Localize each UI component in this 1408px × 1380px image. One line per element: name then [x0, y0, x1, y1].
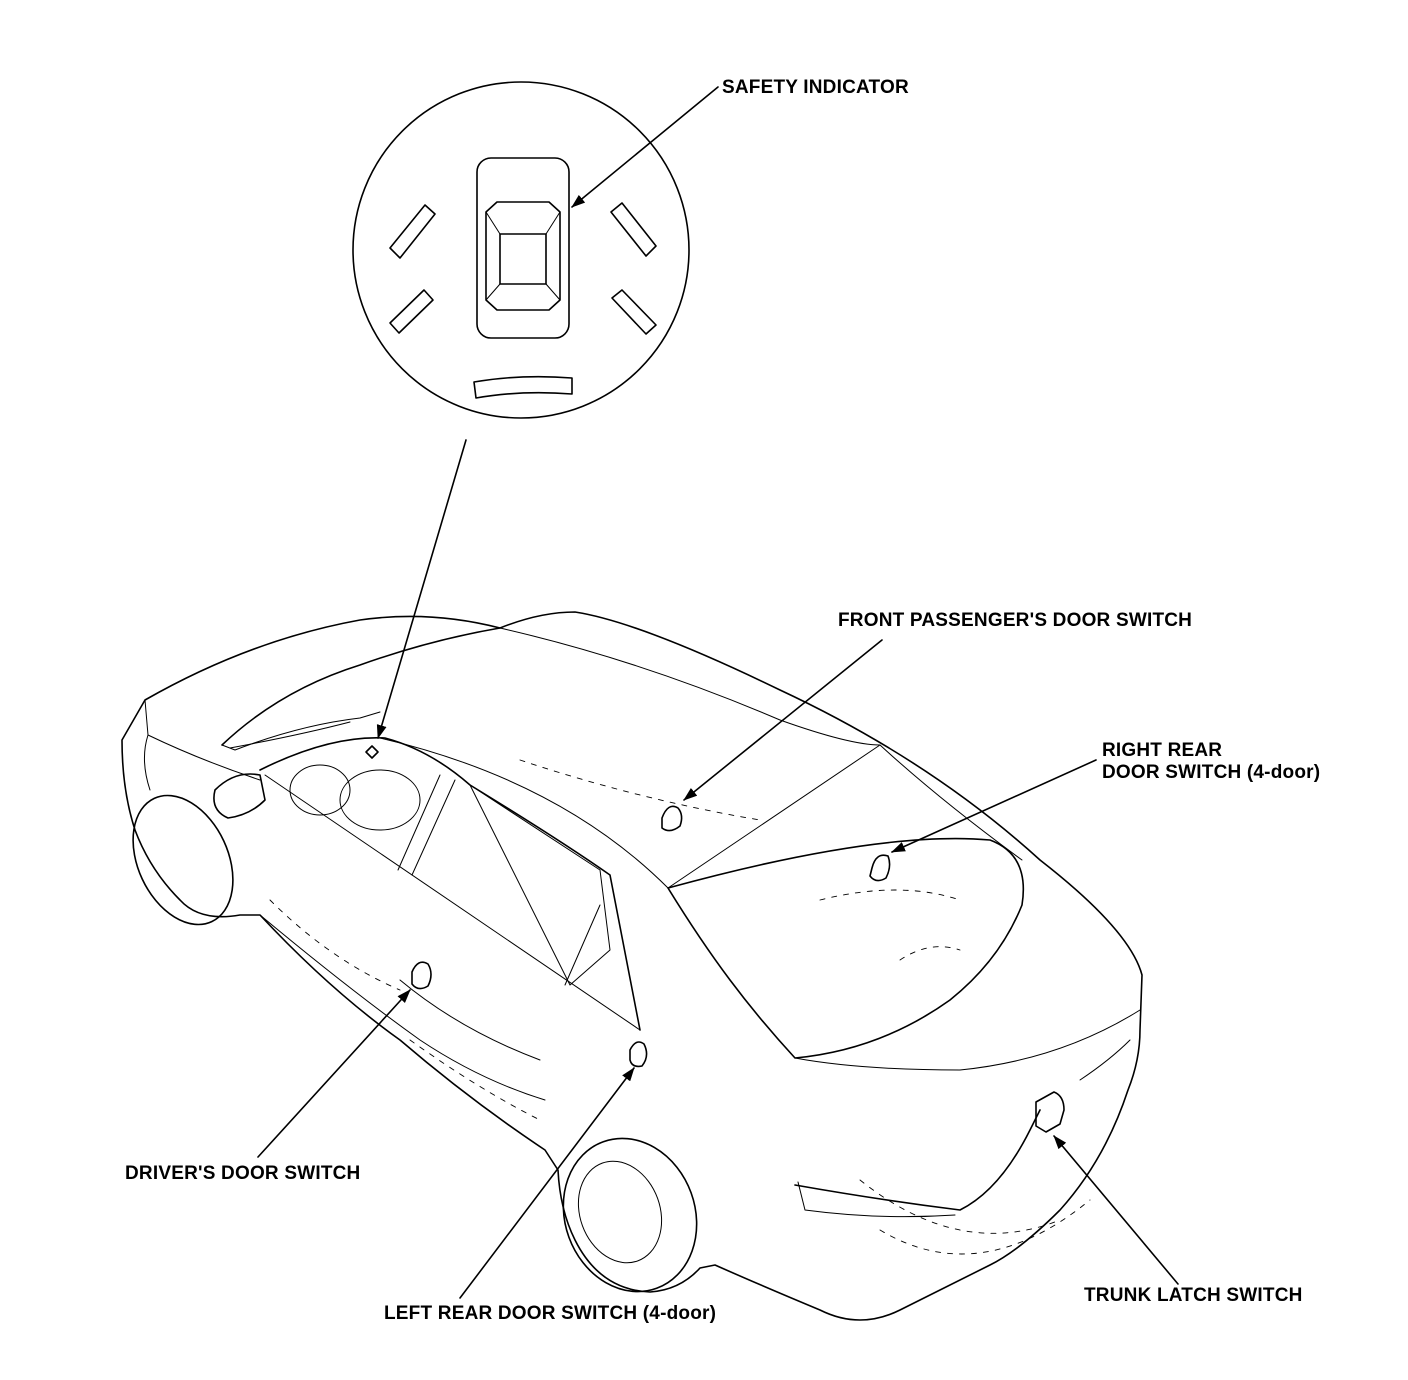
indicator-car-cabin [485, 201, 561, 311]
right-rear-door-switch-leader [891, 759, 1097, 853]
safety-indicator-location-leader [376, 439, 467, 739]
safety-indicator-label: SAFETY INDICATOR [722, 77, 909, 98]
safety-indicator-detail-circle [352, 81, 690, 419]
front-passenger-door-switch-leader [683, 639, 883, 801]
detail-circle-outline [352, 81, 690, 419]
left-rear-door-switch-label: LEFT REAR DOOR SWITCH (4-door) [384, 1303, 717, 1324]
drivers-door-switch-leader [257, 989, 411, 1158]
trunk-latch-switch-label: TRUNK LATCH SWITCH [1084, 1285, 1303, 1306]
door-switches [365, 745, 1065, 1133]
rear-tail-light [794, 1109, 1041, 1211]
rear-wheel [562, 1137, 698, 1293]
side-mirror [213, 773, 266, 819]
indicator-rear-right-door-lamp [611, 289, 657, 335]
rear-door-window [469, 784, 611, 986]
indicator-car-roof [499, 233, 547, 285]
front-wheel [132, 794, 234, 926]
trunk-latch-switch-leader [1053, 1135, 1179, 1285]
leader-lines [257, 86, 1179, 1299]
right-rear-door-switch-label-line1: RIGHT REAR [1102, 740, 1223, 761]
roof-side-line [259, 736, 641, 1031]
right-rear-door-switch-part [869, 854, 891, 882]
drivers-door-switch-part [411, 961, 432, 990]
left-rear-door-switch-leader [459, 1067, 635, 1299]
car-silhouette [121, 611, 1143, 1321]
safety-indicator-leader [571, 86, 719, 208]
car-body-outline [121, 611, 1143, 1321]
safety-indicator-location-marker [365, 745, 379, 759]
drivers-door-switch-label: DRIVER'S DOOR SWITCH [125, 1163, 361, 1184]
right-rear-door-switch-label-line2: DOOR SWITCH (4-door) [1102, 762, 1321, 783]
indicator-car-outline [476, 157, 570, 339]
left-rear-door-switch-part [629, 1041, 648, 1068]
front-passenger-door-switch-part [661, 805, 683, 832]
trunk-latch-switch-part [1035, 1091, 1065, 1133]
front-passenger-door-switch-label: FRONT PASSENGER'S DOOR SWITCH [838, 610, 1193, 631]
indicator-front-left-door-lamp [389, 204, 436, 259]
rear-window [667, 837, 1025, 1059]
indicator-rear-left-door-lamp [389, 289, 434, 334]
hood-rear-edge [221, 627, 501, 746]
indicator-front-right-door-lamp [610, 202, 657, 257]
indicator-trunk-lamp [473, 375, 573, 399]
